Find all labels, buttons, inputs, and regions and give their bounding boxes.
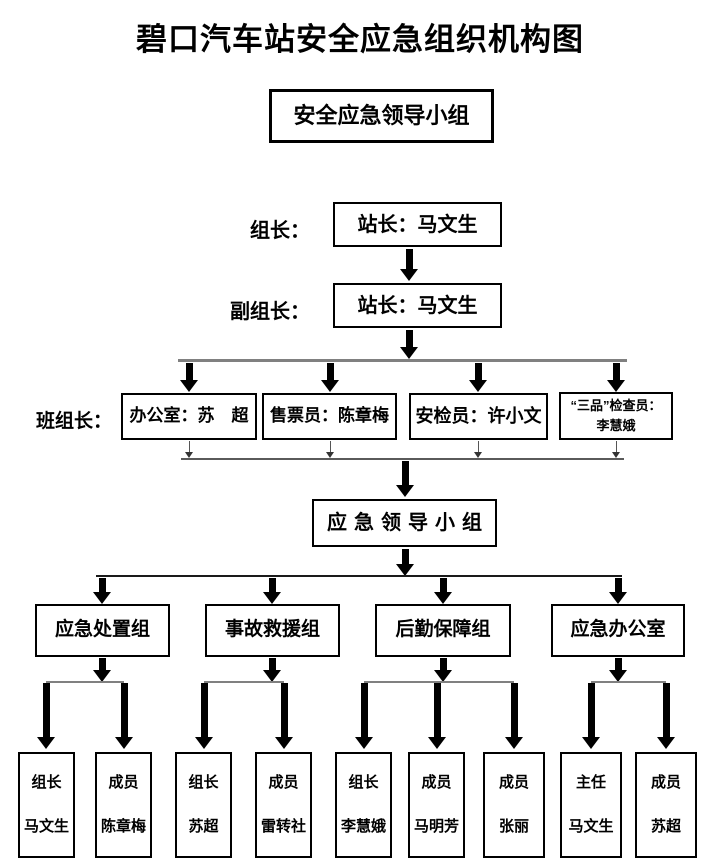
box-security-inspector: 安检员：许小文 <box>409 393 548 440</box>
member-box: 成员 陈章梅 <box>95 752 152 858</box>
member-name: 雷转社 <box>260 818 306 835</box>
connector-arrow <box>355 683 373 749</box>
member-role: 成员 <box>268 774 299 791</box>
connector-line <box>96 575 622 577</box>
box-safety-emergency-leading-group: 安全应急领导小组 <box>269 89 494 143</box>
member-box: 组长 李慧娥 <box>335 752 392 858</box>
connector-arrow <box>657 683 675 749</box>
member-box: 组长 马文生 <box>18 752 75 858</box>
member-box: 主任 马文生 <box>560 752 622 858</box>
connector-arrow <box>195 683 213 749</box>
connector-arrow-thin <box>611 441 621 458</box>
connector-arrow <box>321 363 339 392</box>
connector-line <box>181 458 624 460</box>
member-box: 组长 苏超 <box>175 752 232 858</box>
connector-arrow <box>93 578 111 604</box>
member-role: 成员 <box>498 774 529 791</box>
box-group-rescue: 事故救援组 <box>205 604 340 657</box>
foreman-label: 班组长： <box>36 411 113 432</box>
connector-line <box>204 681 284 683</box>
member-role: 主任 <box>575 774 606 791</box>
member-name: 马文生 <box>568 818 614 835</box>
member-role: 组长 <box>31 774 62 791</box>
member-box: 成员 雷转社 <box>255 752 312 858</box>
connector-arrow <box>505 683 523 749</box>
connector-arrow <box>434 578 452 604</box>
connector-arrow <box>400 249 418 281</box>
box-deputy-leader: 站长：马文生 <box>333 283 502 328</box>
connector-line <box>364 681 514 683</box>
connector-arrow <box>37 683 55 749</box>
connector-arrow-thin <box>184 441 194 458</box>
connector-arrow <box>93 658 111 682</box>
connector-arrow <box>582 683 600 749</box>
deputy-leader-label: 副组长： <box>230 301 310 323</box>
box-ticket-seller: 售票员：陈章梅 <box>262 393 397 440</box>
connector-arrow <box>275 683 293 749</box>
box-emergency-leading-group: 应急领导小组 <box>312 499 497 547</box>
member-name: 张丽 <box>498 818 529 835</box>
connector-arrow <box>115 683 133 749</box>
member-name: 马明芳 <box>413 818 459 835</box>
connector-line <box>591 681 666 683</box>
connector-arrow <box>609 578 627 604</box>
connector-arrow-thin <box>325 441 335 458</box>
connector-arrow <box>469 363 487 392</box>
member-name: 苏超 <box>188 818 219 835</box>
connector-arrow <box>428 683 446 749</box>
box-line2: 李慧娥 <box>596 418 636 433</box>
box-leader: 站长：马文生 <box>333 202 502 247</box>
box-group-response: 应急处置组 <box>35 604 170 657</box>
member-name: 马文生 <box>23 818 69 835</box>
connector-line <box>46 681 124 683</box>
member-name: 陈章梅 <box>100 818 146 835</box>
member-name: 李慧娥 <box>340 818 386 835</box>
leader-label: 组长： <box>250 220 310 242</box>
connector-line <box>178 359 627 362</box>
member-role: 成员 <box>421 774 452 791</box>
connector-arrow <box>180 363 198 392</box>
box-office-foreman: 办公室：苏 超 <box>121 393 257 440</box>
member-role: 组长 <box>348 774 379 791</box>
connector-arrow <box>396 549 414 576</box>
member-role: 成员 <box>108 774 139 791</box>
box-line1: “三品”检查员： <box>570 397 662 413</box>
member-name: 苏超 <box>650 818 681 835</box>
diagram-title: 碧口汽车站安全应急组织机构图 <box>136 22 584 57</box>
connector-arrow-thin <box>473 441 483 458</box>
connector-arrow <box>400 330 418 359</box>
box-group-logistics: 后勤保障组 <box>375 604 511 657</box>
box-group-office: 应急办公室 <box>551 604 685 657</box>
connector-arrow <box>609 658 627 682</box>
connector-arrow <box>263 578 281 604</box>
member-role: 组长 <box>188 774 219 791</box>
connector-arrow <box>396 461 414 497</box>
member-box: 成员 苏超 <box>635 752 697 858</box>
member-role: 成员 <box>650 774 681 791</box>
connector-arrow <box>434 658 452 682</box>
connector-arrow <box>607 363 625 392</box>
member-box: 成员 张丽 <box>483 752 545 858</box>
connector-arrow <box>263 658 281 682</box>
member-box: 成员 马明芳 <box>408 752 465 858</box>
box-dangerous-goods-inspector: “三品”检查员： 李慧娥 <box>559 392 673 440</box>
